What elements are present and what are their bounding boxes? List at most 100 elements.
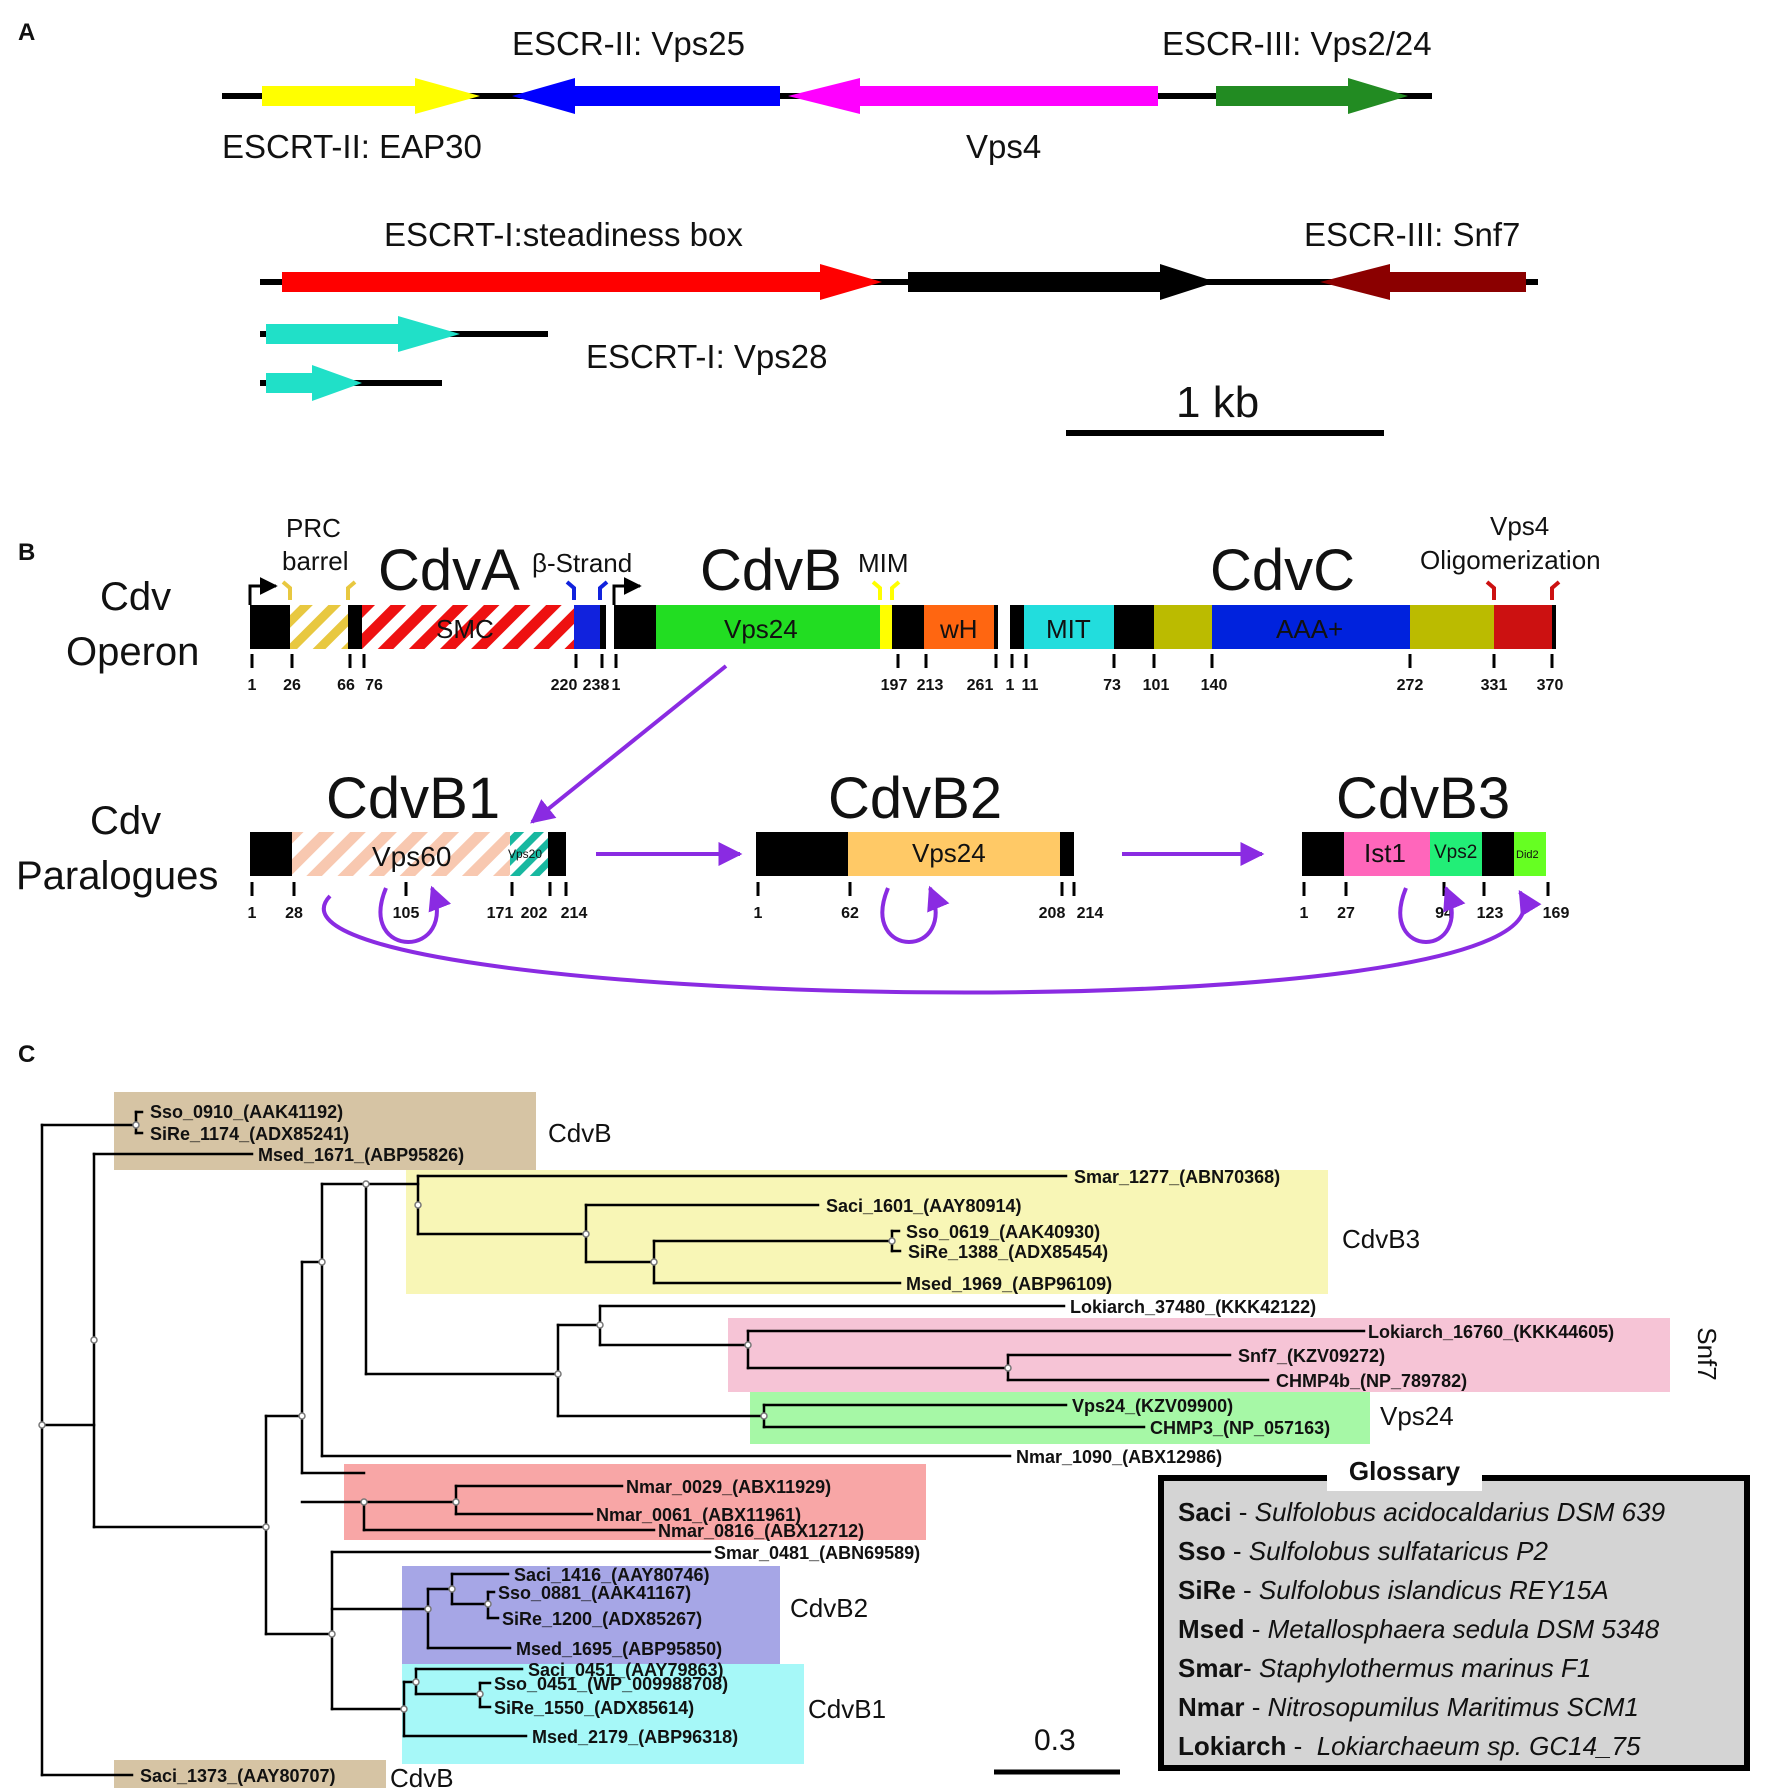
tick-cdvc-101: 101 (1143, 677, 1170, 694)
tick-cdvb2-208: 208 (1039, 905, 1066, 922)
gene-label-steadiness: ESCRT-I:steadiness box (384, 216, 743, 253)
tick-cdvc-331: 331 (1481, 677, 1508, 694)
operon-label-line1: Cdv (100, 575, 171, 619)
vps4-olig-label-line1: Vps4 (1490, 511, 1549, 541)
cdva-nterm (250, 605, 290, 649)
tick-cdvb1-202: 202 (521, 905, 548, 922)
cdvc-mit-label: MIT (1046, 614, 1091, 644)
cdvb3-vps2-label: Vps2 (1434, 842, 1477, 863)
tick-cdvb3-169: 169 (1543, 905, 1570, 922)
glossary-abbr: Sso (1178, 1536, 1226, 1566)
arrow-cdvb-to-cdvb1 (530, 664, 728, 824)
cdvb2-nterm (756, 832, 848, 876)
gene-label-snf7: ESCR-III: Snf7 (1304, 216, 1520, 253)
tick-cdvb-197: 197 (881, 677, 908, 694)
cdvb2-vps24-label: Vps24 (912, 838, 986, 868)
clade-label-snf7: Snf7 (1692, 1327, 1722, 1381)
relationship-arrows (322, 664, 1542, 995)
olig-bracket-right (1550, 580, 1561, 600)
glossary-list: Saci - Sulfolobus acidocaldarius DSM 639… (1164, 1481, 1744, 1766)
glossary-entry: Smar- Staphylothermus marinus F1 (1178, 1649, 1744, 1688)
glossary-separator: - (1235, 1575, 1259, 1605)
cdva-smc-domain (362, 605, 574, 649)
loop-cdvb2 (880, 885, 950, 944)
cdvb1-vps20-domain (510, 832, 548, 876)
clade-label-cdvb-top: CdvB (548, 1118, 612, 1148)
glossary-entry: Saci - Sulfolobus acidocaldarius DSM 639 (1178, 1493, 1744, 1532)
clade-box-cdvb-top (114, 1092, 536, 1170)
cdvb3-did2-label: Did2 (1516, 849, 1539, 861)
tick-cdvc-11: 11 (1022, 677, 1039, 694)
leaf-sire1174: SiRe_1174_(ADX85241) (150, 1124, 349, 1144)
glossary-entry: Sso - Sulfolobus sulfataricus P2 (1178, 1532, 1744, 1571)
leaf-smar0481: Smar_0481_(ABN69589) (714, 1543, 920, 1563)
leaf-nmar0816: Nmar_0816_(ABX12712) (658, 1521, 864, 1541)
paralogue-tick-labels: 1 28 105 171 202 214 1 62 208 214 1 27 9… (248, 905, 1570, 922)
glossary-abbr: SiRe (1178, 1575, 1236, 1605)
gene-vps2-24-arrow (1216, 78, 1408, 114)
cdvc-aaa-label: AAA+ (1276, 614, 1343, 644)
cdva-promoter-arrow (248, 577, 278, 605)
tick-cdvb-213: 213 (917, 677, 944, 694)
olig-bracket-left (1485, 580, 1496, 600)
tick-cdvc-73: 73 (1103, 677, 1121, 694)
panel-a-label: A (18, 19, 35, 46)
phylogenetic-tree-branches (40, 1110, 1366, 1777)
clade-box-cdvb1 (402, 1664, 804, 1764)
tick-cdvb1-214: 214 (561, 905, 588, 922)
leaf-msed1695: Msed_1695_(ABP95850) (516, 1639, 722, 1659)
clade-box-cdvb-bottom (114, 1760, 386, 1788)
cdvb1-vps60-domain (292, 832, 510, 876)
glossary-separator: - (1225, 1536, 1249, 1566)
operon-label-line2: Operon (66, 630, 199, 674)
leaf-saci0451: Saci_0451_(AAY79863) (528, 1660, 724, 1680)
tick-cdvc-272: 272 (1397, 677, 1424, 694)
cdvb-title: CdvB (700, 538, 842, 603)
leaf-sso0619: Sso_0619_(AAK40930) (906, 1222, 1100, 1242)
tick-cdva-220: 220 (551, 677, 578, 694)
tick-cdva-26: 26 (283, 677, 301, 694)
glossary-entry: Msed - Metallosphaera sedula DSM 5348 (1178, 1610, 1744, 1649)
tick-cdvb1-105: 105 (393, 905, 420, 922)
cdva-smc-label: SMC (436, 614, 494, 644)
cdvb2-vps24-domain (848, 832, 1060, 876)
clade-label-vps24: Vps24 (1380, 1401, 1454, 1431)
leaf-saci1373: Saci_1373_(AAY80707) (140, 1766, 336, 1786)
glossary-species: Lokiarchaeum sp. GC14_75 (1316, 1731, 1641, 1761)
glossary-species: Nitrosopumilus Maritimus SCM1 (1267, 1692, 1639, 1722)
cdvc-mit-domain (1024, 605, 1114, 649)
panel-b-label: B (18, 539, 35, 566)
prc-label-line2: barrel (282, 546, 348, 576)
leaf-saci1601: Saci_1601_(AAY80914) (826, 1196, 1022, 1216)
loop-cdvb1 (378, 885, 451, 944)
clade-label-cdvb1: CdvB1 (808, 1694, 886, 1724)
cdvb-cterm (994, 605, 998, 649)
panel-c-label: C (18, 1041, 35, 1068)
beta-strand-label: β-Strand (532, 548, 632, 578)
leaf-msed2179: Msed_2179_(ABP96318) (532, 1727, 738, 1747)
scale-label-1kb: 1 kb (1176, 378, 1259, 427)
gene-label-vps2-24: ESCR-III: Vps2/24 (1162, 25, 1432, 62)
tree-node-markers (38, 1121, 1012, 1713)
leaf-vps24: Vps24_(KZV09900) (1072, 1396, 1233, 1416)
cdvb-linker (892, 605, 924, 649)
glossary-separator: - (1244, 1692, 1268, 1722)
cdvb2-cterm (1060, 832, 1074, 876)
clade-label-cdvb3: CdvB3 (1342, 1224, 1420, 1254)
prc-bracket-right (346, 580, 357, 600)
cdvb3-nterm (1302, 832, 1344, 876)
cdvb1-vps60-label: Vps60 (372, 841, 451, 872)
tick-cdva-238: 238 (583, 677, 610, 694)
gene-vps4-arrow (788, 78, 1158, 114)
cdvb2-title: CdvB2 (828, 766, 1002, 831)
leaf-saci1416: Saci_1416_(AAY80746) (514, 1565, 710, 1585)
gene-vps25-arrow (512, 78, 780, 114)
leaf-sire1200: SiRe_1200_(ADX85267) (502, 1609, 702, 1629)
glossary-species: Sulfolobus sulfataricus P2 (1248, 1536, 1548, 1566)
mim-label: MIM (858, 548, 909, 578)
leaf-msed1969: Msed_1969_(ABP96109) (906, 1274, 1112, 1294)
glossary-abbr: Nmar (1178, 1692, 1245, 1722)
glossary-species: Staphylothermus marinus F1 (1258, 1653, 1592, 1683)
glossary-abbr: Saci (1178, 1497, 1232, 1527)
glossary-species: Sulfolobus acidocaldarius DSM 639 (1254, 1497, 1666, 1527)
